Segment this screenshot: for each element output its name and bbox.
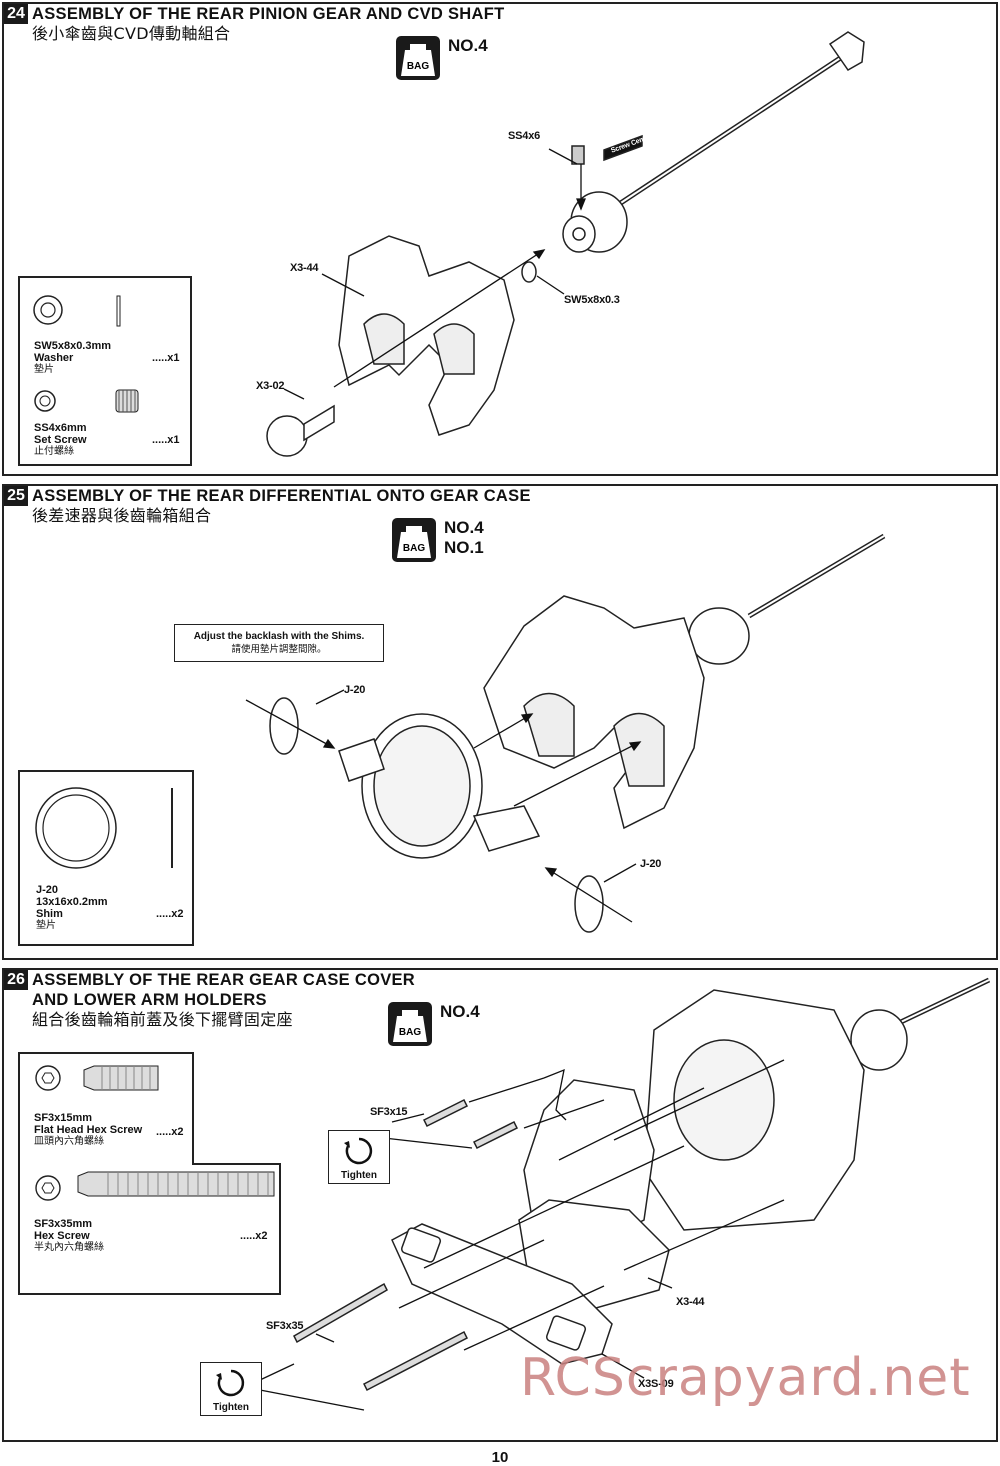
step-25-panel: 25 ASSEMBLY OF THE REAR DIFFERENTIAL ONT…	[2, 484, 998, 960]
rotate-clockwise-icon	[216, 1369, 245, 1397]
callout-sw5x8x0.3: SW5x8x0.3	[564, 294, 620, 306]
step-title-en-line2: AND LOWER ARM HOLDERS	[32, 991, 267, 1009]
bag-icon: BAG	[392, 518, 436, 562]
bag-indicator: BAG NO.4	[388, 1002, 480, 1046]
callout-x3s-09: X3S-09	[638, 1378, 674, 1390]
part-name: Set Screw	[34, 434, 87, 446]
page-number: 10	[491, 1449, 509, 1466]
bag-number: NO.4	[448, 36, 488, 55]
parts-illustrations	[35, 787, 173, 869]
rotate-clockwise-icon	[344, 1137, 373, 1165]
svg-text:BAG: BAG	[407, 61, 429, 72]
part-qty: .....x2	[156, 1126, 184, 1138]
bag-indicator: BAG NO.4 NO.1	[392, 518, 484, 562]
parts-list: J-20 13x16x0.2mm Shim 墊片 .....x2	[18, 770, 194, 946]
tighten-indicator: Tighten	[200, 1362, 262, 1416]
callout-sf3x15: SF3x15	[370, 1106, 408, 1118]
step-24-panel: 24 ASSEMBLY OF THE REAR PINION GEAR AND …	[2, 2, 998, 476]
part-name: Washer	[34, 352, 74, 364]
step-title-en: ASSEMBLY OF THE REAR DIFFERENTIAL ONTO G…	[32, 487, 531, 505]
bag-number: NO.4	[444, 518, 484, 537]
part-name-zh: 墊片	[36, 920, 56, 931]
part-label: SW5x8x0.3mm Washer 墊片	[34, 340, 111, 376]
step-title-zh: 組合後齒輪箱前蓋及後下擺臂固定座	[32, 1010, 293, 1029]
step-title-zh: 後小傘齒與CVD傳動軸組合	[32, 24, 231, 43]
callout-j-20: J-20	[640, 858, 662, 870]
part-name: Shim	[36, 908, 63, 920]
callout-ss4x6: SS4x6	[508, 130, 541, 142]
part-name-zh: 皿頭內六角螺絲	[34, 1136, 104, 1147]
parts-list: SW5x8x0.3mm Washer 墊片 .....x1 SS4x6mm Se…	[18, 276, 192, 466]
callout-j-20: J-20	[344, 684, 366, 696]
tighten-label: Tighten	[341, 1170, 377, 1181]
step-title: ASSEMBLY OF THE REAR GEAR CASE COVER AND…	[32, 970, 415, 1030]
callout-x3-44: X3-44	[676, 1296, 705, 1308]
tighten-indicator: Tighten	[328, 1130, 390, 1184]
step-title: ASSEMBLY OF THE REAR DIFFERENTIAL ONTO G…	[32, 486, 531, 526]
assembly-diagram	[259, 977, 991, 1411]
bag-icon: BAG	[396, 36, 440, 80]
callout-x3-44: X3-44	[290, 262, 319, 274]
part-label: SS4x6mm Set Screw 止付螺絲	[34, 422, 87, 458]
part-code: SF3x35mm	[34, 1218, 93, 1230]
note-text: Adjust the backlash with the Shims.	[193, 631, 365, 642]
part-label: SF3x15mm Flat Head Hex Screw 皿頭內六角螺絲	[34, 1112, 142, 1148]
callout-sf3x35: SF3x35	[266, 1320, 304, 1332]
part-code: SS4x6mm	[34, 422, 87, 434]
step-title: ASSEMBLY OF THE REAR PINION GEAR AND CVD…	[32, 4, 504, 44]
step-number: 26	[4, 970, 28, 990]
assembly-diagram	[266, 31, 865, 457]
part-size: 13x16x0.2mm	[36, 896, 108, 908]
backlash-note: Adjust the backlash with the Shims. 請使用墊…	[174, 624, 384, 662]
step-title-en: ASSEMBLY OF THE REAR PINION GEAR AND CVD…	[32, 5, 505, 23]
part-qty: .....x2	[240, 1230, 268, 1242]
part-label: J-20 13x16x0.2mm Shim 墊片	[36, 884, 108, 932]
part-name-zh: 止付螺絲	[34, 446, 74, 457]
part-label: SF3x35mm Hex Screw 半丸內六角螺絲	[34, 1218, 104, 1254]
part-qty: .....x2	[156, 908, 184, 920]
step-title-zh: 後差速器與後齒輪箱組合	[32, 506, 212, 525]
svg-text:BAG: BAG	[403, 543, 425, 554]
part-qty: .....x1	[152, 352, 180, 364]
parts-list	[18, 1052, 281, 1295]
bag-number: NO.4	[440, 1002, 480, 1021]
bag-number: NO.1	[444, 538, 484, 557]
part-name: Hex Screw	[34, 1230, 90, 1242]
assembly-diagram	[245, 533, 886, 933]
watermark: RCScrapyard.net	[520, 1348, 971, 1408]
svg-text:BAG: BAG	[399, 1027, 421, 1038]
tighten-label: Tighten	[213, 1402, 249, 1413]
part-code: SF3x15mm	[34, 1112, 93, 1124]
step-number: 24	[4, 4, 28, 24]
part-name-zh: 半丸內六角螺絲	[34, 1242, 104, 1253]
note-text-zh: 請使用墊片調整間隙。	[231, 644, 327, 655]
part-code: SW5x8x0.3mm	[34, 340, 112, 352]
part-qty: .....x1	[152, 434, 180, 446]
part-code: J-20	[36, 884, 59, 896]
parts-illustrations	[33, 295, 139, 413]
part-name: Flat Head Hex Screw	[34, 1124, 143, 1136]
part-name-zh: 墊片	[34, 364, 54, 375]
bag-indicator: BAG NO.4	[396, 36, 488, 80]
callout-x3-02: X3-02	[256, 380, 285, 392]
step-26-panel: 26 ASSEMBLY OF THE REAR GEAR CASE COVER …	[2, 968, 998, 1442]
step-number: 25	[4, 486, 28, 506]
step-title-en: ASSEMBLY OF THE REAR GEAR CASE COVER	[32, 971, 416, 989]
bag-icon: BAG	[388, 1002, 432, 1046]
